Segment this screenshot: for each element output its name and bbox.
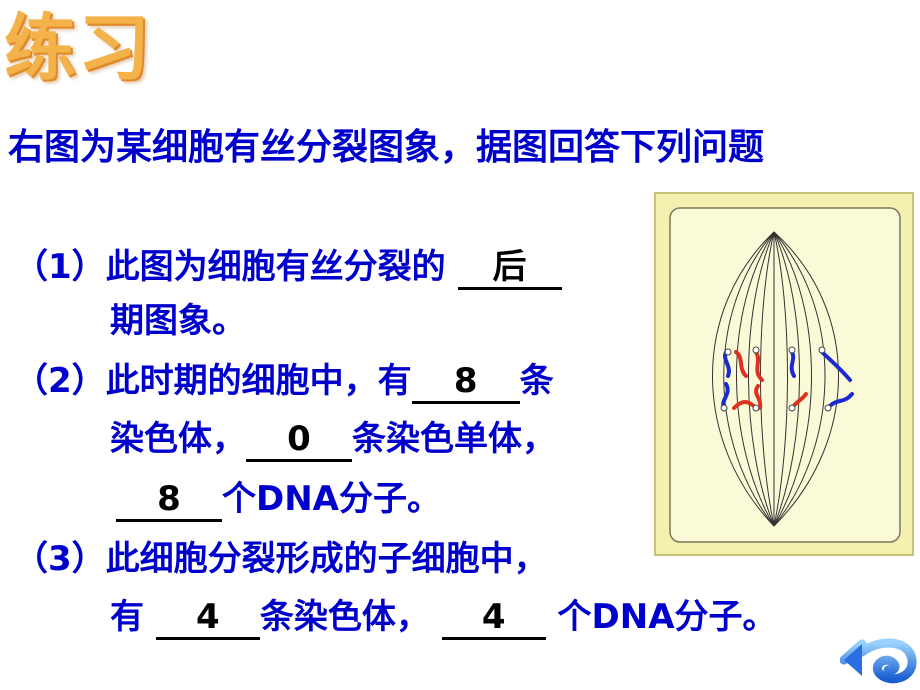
spindle-fibers [712, 231, 839, 527]
question-2-answer-dna: 8 [116, 479, 222, 522]
question-2-text-e: 个DNA分子。 [222, 479, 441, 519]
question-3-text: 此细胞分裂形成的子细胞中， [105, 539, 548, 579]
cell-membrane [669, 207, 901, 543]
question-1-text: 此图为细胞有丝分裂的 [105, 247, 446, 287]
question-2-answer-chromatids: 0 [246, 419, 352, 462]
question-3-text-b: 有 [110, 597, 144, 637]
question-3-answer-chromosomes: 4 [155, 597, 260, 640]
question-3-number: （3） [14, 539, 106, 579]
question-1-answer: 后 [457, 247, 562, 290]
question-2-text: 此时期的细胞中，有 [105, 361, 412, 401]
question-1-line-2: 期图象。 [110, 301, 246, 341]
page-title: 练习 [4, 6, 153, 90]
intro-text: 右图为某细胞有丝分裂图象，据图回答下列问题 [8, 127, 765, 168]
question-2-answer-chromosomes: 8 [411, 361, 520, 404]
question-1-line-1: （1）此图为细胞有丝分裂的 后 [14, 242, 562, 292]
question-2-text-c: 染色体， [110, 419, 246, 459]
cell-anaphase-diagram [654, 192, 914, 556]
question-3-answer-dna: 4 [441, 597, 546, 640]
back-arrow-icon[interactable] [840, 630, 918, 686]
question-1-number: （1） [14, 247, 106, 287]
question-2-number: （2） [14, 361, 106, 401]
question-2-text-d: 条染色单体， [352, 419, 556, 459]
question-3-line-1: （3）此细胞分裂形成的子细胞中， [14, 534, 548, 584]
chromosome [820, 350, 852, 382]
question-3-text-d: 个DNA分子。 [557, 597, 777, 637]
question-3-text-c: 条染色体， [259, 597, 430, 637]
chromosome [754, 350, 764, 382]
chromosome [789, 350, 796, 378]
centromeres [720, 346, 832, 412]
chromosome [754, 384, 763, 410]
chromosome [734, 350, 748, 378]
question-2-text-b: 条 [519, 361, 554, 401]
